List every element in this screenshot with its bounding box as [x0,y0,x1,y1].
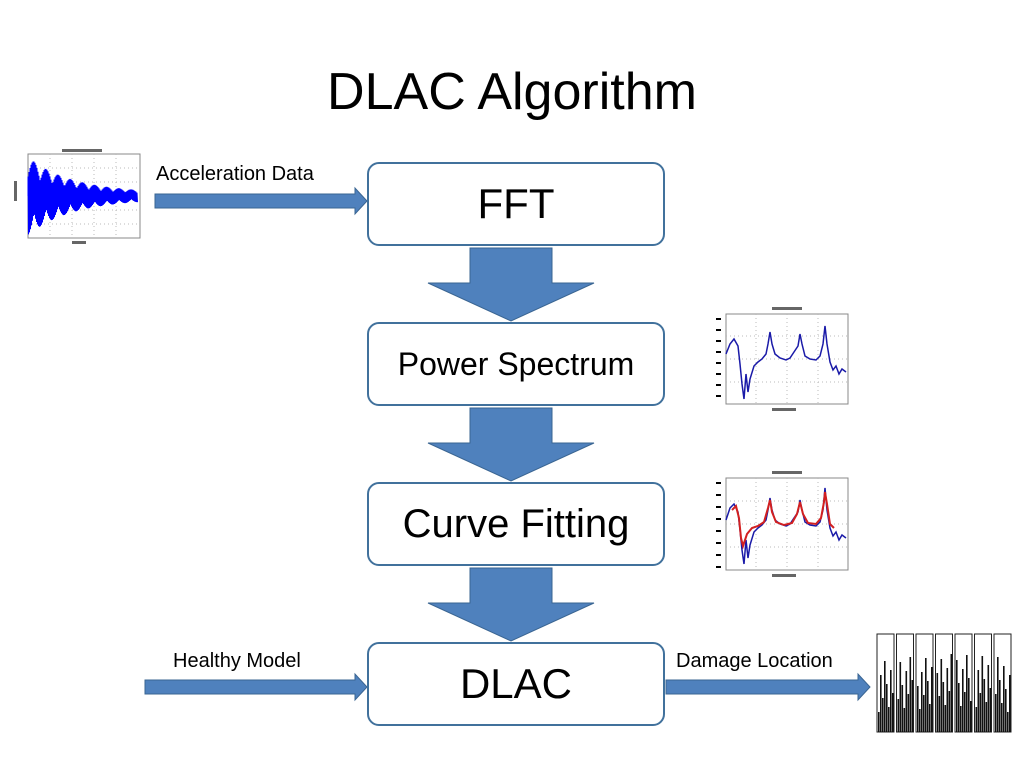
damage-bar [946,668,949,732]
damage-bar [929,704,931,732]
damage-bar [884,661,886,732]
damage-bar [997,657,999,732]
damage-bar [995,694,997,732]
damage-bar [987,665,990,732]
damage-bar [890,670,892,732]
step-dlac-label: DLAC [459,660,573,707]
damage-bar [880,675,882,732]
damage-bar [931,667,933,732]
damage-bar [923,695,925,732]
damage-bar [921,672,923,732]
damage-bar [899,662,902,732]
curve-fit-plot [712,468,852,582]
step-power-spectrum-label: Power Spectrum [397,345,635,382]
damage-bar [956,660,958,732]
damage-bar [977,670,980,732]
damage-bar [958,683,960,732]
damage-location-plot [874,630,1016,736]
damage-bar [886,684,888,732]
damage-bar [1001,703,1003,732]
damage-bar [981,656,984,732]
down-arrow-1 [427,247,595,322]
slide-title: DLAC Algorithm [327,63,697,121]
damage-bar [944,705,947,732]
acceleration-input-arrow [154,186,368,216]
damage-bar [938,696,941,732]
power-spectrum-plot [712,304,852,416]
damage-bar [907,694,910,732]
damage-bar [888,707,890,732]
damage-bar [1005,689,1007,732]
damage-bar [948,691,951,732]
step-dlac-box: DLAC [367,642,665,726]
damage-bar [905,671,908,732]
damage-bar [936,673,939,732]
damage-bar [1003,666,1005,732]
damage-bar [983,679,986,732]
damage-bar [960,706,962,732]
damage-bar [897,699,900,732]
damage-bar [917,686,919,732]
damage-bar [1009,675,1011,732]
damage-location-output-arrow [665,672,871,702]
healthy-model-label: Healthy Model [173,650,301,672]
down-arrow-3 [427,567,595,642]
damage-bar [1007,712,1009,732]
damage-bar [999,680,1001,732]
step-fft-box: FFT [367,162,665,246]
damage-bar [927,681,929,732]
damage-bar [968,678,970,732]
damage-bar [882,698,884,732]
damage-bar [962,669,964,732]
damage-bar [901,685,904,732]
acceleration-data-label: Acceleration Data [156,163,314,185]
damage-bar [878,712,880,732]
acceleration-plot [12,146,144,248]
step-curve-fitting-box: Curve Fitting [367,482,665,566]
damage-bar [925,658,927,732]
damage-bar [892,693,894,732]
damage-bar [940,659,943,732]
step-power-spectrum-box: Power Spectrum [367,322,665,406]
damage-bar [950,654,953,732]
healthy-model-input-arrow [144,672,368,702]
damage-bar [966,655,968,732]
damage-bar [909,657,912,732]
damage-bar [970,701,972,732]
damage-bar [942,682,945,732]
step-fft-label: FFT [477,180,555,227]
down-arrow-2 [427,407,595,482]
damage-bar [919,709,921,732]
damage-location-label: Damage Location [676,650,833,672]
damage-bar [985,702,988,732]
damage-bar [964,692,966,732]
damage-bar [975,707,978,732]
damage-bar [903,708,906,732]
damage-bar [979,693,982,732]
damage-bar [989,688,992,732]
damage-bar [911,680,914,732]
step-curve-fitting-label: Curve Fitting [402,501,630,546]
